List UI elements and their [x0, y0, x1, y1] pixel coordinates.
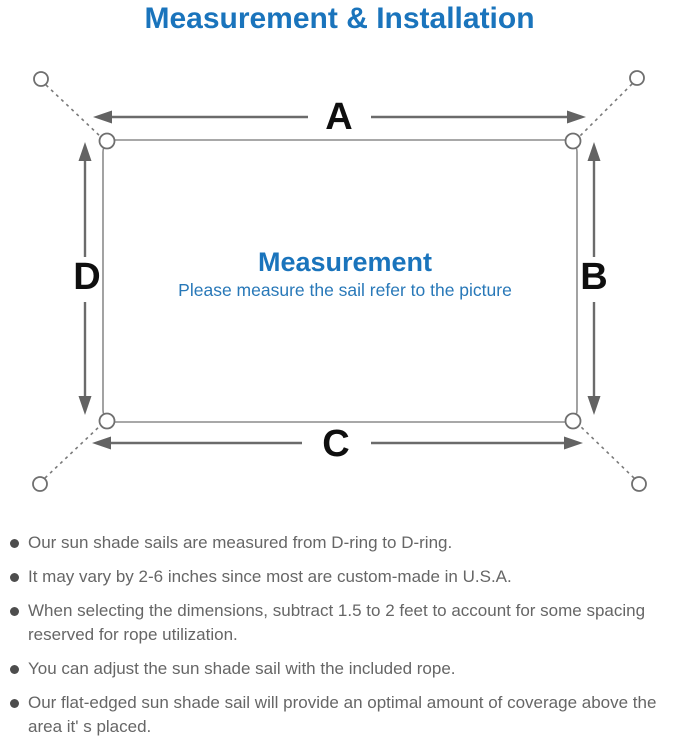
list-item: Our sun shade sails are measured from D-… — [10, 531, 665, 555]
list-item: Our flat-edged sun shade sail will provi… — [10, 691, 665, 739]
bullet-icon — [10, 539, 19, 548]
arrowhead-right-icon — [567, 110, 586, 124]
page-title: Measurement & Installation — [144, 2, 535, 35]
rope-dashed-lines — [44, 83, 635, 479]
dimension-label-b: B — [580, 256, 607, 298]
d-ring-icon-top-right — [564, 132, 582, 150]
arrowhead-up-icon — [78, 142, 92, 161]
anchor-points — [32, 70, 647, 492]
bullet-icon — [10, 699, 19, 708]
note-text: When selecting the dimensions, subtract … — [28, 601, 646, 644]
d-ring-icon-bottom-left — [98, 412, 116, 430]
corner-d-rings — [98, 132, 582, 430]
d-ring-icon-top-left — [98, 132, 116, 150]
notes-list: Our sun shade sails are measured from D-… — [0, 505, 679, 739]
anchor-ring-icon-top-left — [33, 71, 49, 87]
note-text: It may vary by 2-6 inches since most are… — [28, 567, 512, 586]
rope-line-bottom-right — [577, 423, 635, 479]
bullet-icon — [10, 665, 19, 674]
bullet-icon — [10, 607, 19, 616]
anchor-ring-icon-bottom-right — [631, 476, 647, 492]
arrowhead-left-icon — [93, 110, 112, 124]
arrowhead-down-icon — [587, 396, 601, 415]
arrowhead-right-icon — [564, 436, 583, 450]
diagram-center-heading: Measurement — [258, 247, 432, 277]
anchor-ring-icon-bottom-left — [32, 476, 48, 492]
list-item: When selecting the dimensions, subtract … — [10, 599, 665, 647]
rope-line-top-left — [45, 84, 103, 139]
measurement-diagram: A B C D Measurement Please measure the s… — [32, 70, 647, 492]
dimension-label-c: C — [322, 423, 349, 465]
sun-shade-sail-rectangle — [102, 139, 578, 423]
rope-line-bottom-left — [44, 423, 103, 479]
arrowhead-left-icon — [92, 436, 111, 450]
note-text: Our flat-edged sun shade sail will provi… — [28, 693, 657, 736]
dimension-label-d: D — [73, 256, 100, 298]
list-item: It may vary by 2-6 inches since most are… — [10, 565, 665, 589]
list-item: You can adjust the sun shade sail with t… — [10, 657, 665, 681]
diagram-center-subheading: Please measure the sail refer to the pic… — [178, 280, 512, 300]
rope-line-top-right — [577, 83, 633, 139]
note-text: You can adjust the sun shade sail with t… — [28, 659, 456, 678]
dimension-label-a: A — [325, 96, 352, 138]
d-ring-icon-bottom-right — [564, 412, 582, 430]
anchor-ring-icon-top-right — [629, 70, 645, 86]
arrowhead-up-icon — [587, 142, 601, 161]
arrowhead-down-icon — [78, 396, 92, 415]
page-header: Measurement & Installation — [0, 0, 679, 55]
bullet-icon — [10, 573, 19, 582]
note-text: Our sun shade sails are measured from D-… — [28, 533, 453, 552]
